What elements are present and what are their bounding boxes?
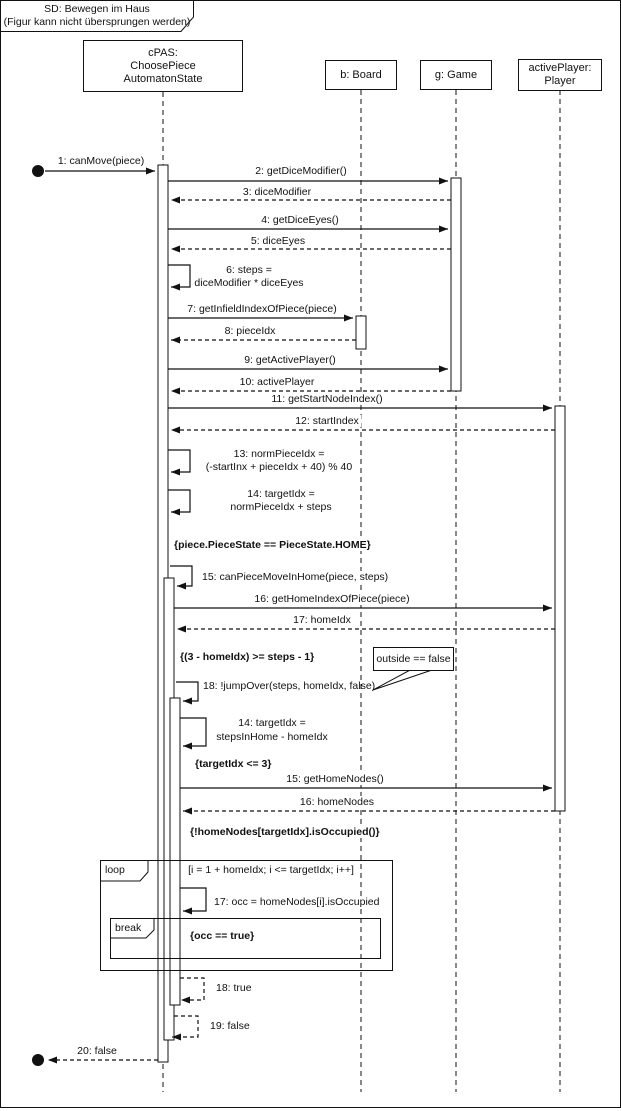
arrow-m14-self bbox=[168, 489, 191, 516]
loop-fragment bbox=[100, 860, 393, 971]
loop-guard-label: [i = 1 + homeIdx; i <= targetIdx; i++] bbox=[186, 864, 356, 876]
lifeline-cpas-name-1: cPAS: bbox=[148, 46, 178, 59]
lifeline-header-game: g: Game bbox=[420, 60, 492, 90]
activation-cpas-nested2 bbox=[169, 697, 181, 1006]
message-label-14-2b: stepsInHome - homeIdx bbox=[214, 731, 330, 743]
frame-title-pentagon bbox=[0, 0, 194, 32]
guard-home-idx-steps: {(3 - homeIdx) >= steps - 1} bbox=[178, 651, 317, 663]
message-label-19: 19: false bbox=[208, 1020, 252, 1032]
guard-target-idx: {targetIdx <= 3} bbox=[193, 758, 274, 770]
message-label-5: 5: diceEyes bbox=[248, 235, 308, 247]
guard-home-nodes-occupied: {!homeNodes[targetIdx].isOccupied()} bbox=[188, 826, 382, 838]
message-label-17: 17: homeIdx bbox=[291, 614, 353, 626]
message-arrows bbox=[32, 165, 555, 1066]
arrow-m13-self bbox=[168, 449, 191, 476]
arrow-m19-return bbox=[172, 1015, 199, 1041]
message-label-14-2a: 14: targetIdx = bbox=[236, 717, 308, 729]
message-label-6b: diceModifier * diceEyes bbox=[192, 277, 306, 289]
message-label-4: 4: getDiceEyes() bbox=[259, 214, 341, 226]
message-label-11: 11: getStartNodeIndex() bbox=[269, 393, 385, 405]
break-guard-label: {occ == true} bbox=[188, 930, 257, 942]
message-label-12: 12: startIndex bbox=[293, 415, 361, 427]
break-fragment-label: break bbox=[115, 922, 142, 934]
lifeline-cpas-name-3: AutomatonState bbox=[123, 72, 203, 85]
message-label-18: 18: !jumpOver(steps, homeIdx, false) bbox=[203, 680, 376, 692]
message-label-15: 15: canPieceMoveInHome(piece, steps) bbox=[200, 571, 391, 583]
lifeline-player-name-1: activePlayer: bbox=[528, 62, 592, 74]
message-label-16: 16: getHomeIndexOfPiece(piece) bbox=[252, 593, 412, 605]
message-label-9: 9: getActivePlayer() bbox=[242, 354, 338, 366]
activation-player bbox=[554, 405, 566, 812]
frame-title-line2: (Figur kann nicht übersprungen werden) bbox=[3, 16, 191, 28]
activation-bars bbox=[157, 164, 566, 1063]
arrow-m17-2-self bbox=[180, 887, 207, 915]
lifeline-game-name: g: Game bbox=[434, 68, 478, 81]
arrow-m14-2-self bbox=[180, 717, 207, 750]
found-message-start bbox=[32, 165, 44, 177]
note-callout-tail bbox=[372, 668, 436, 691]
message-label-2: 2: getDiceModifier() bbox=[253, 165, 349, 177]
loop-fragment-label: loop bbox=[105, 864, 125, 876]
message-label-17-2: 17: occ = homeNodes[i].isOccupied bbox=[212, 896, 382, 908]
message-label-14a: 14: targetIdx = bbox=[245, 488, 317, 500]
message-label-7: 7: getInfieldIndexOfPiece(piece) bbox=[185, 303, 339, 315]
message-label-8: 8: pieceIdx bbox=[222, 325, 278, 337]
guard-piece-state-home: {piece.PieceState == PieceState.HOME} bbox=[172, 539, 373, 551]
lifeline-header-cpas: cPAS: ChoosePiece AutomatonState bbox=[83, 40, 243, 92]
message-label-15-2: 15: getHomeNodes() bbox=[284, 773, 386, 785]
note-outside-false: outside == false bbox=[373, 647, 454, 671]
message-label-6a: 6: steps = bbox=[224, 264, 274, 276]
message-label-1: 1: canMove(piece) bbox=[55, 155, 147, 167]
lifeline-board-name: b: Board bbox=[340, 68, 382, 81]
message-label-10: 10: activePlayer bbox=[237, 376, 317, 388]
lifeline-header-board: b: Board bbox=[325, 60, 397, 90]
lifeline-cpas-name-2: ChoosePiece bbox=[130, 59, 196, 72]
note-text: outside == false bbox=[376, 653, 451, 665]
arrow-m18-2-return bbox=[180, 977, 205, 1004]
message-label-16-2: 16: homeNodes bbox=[297, 796, 377, 808]
frame-title-line1: SD: Bewegen im Haus bbox=[44, 3, 150, 15]
message-label-13b: (-startInx + pieceIdx + 40) % 40 bbox=[203, 461, 355, 473]
activation-board bbox=[355, 315, 367, 350]
lifeline-header-player: activePlayer: Player bbox=[518, 59, 602, 91]
activation-game bbox=[450, 177, 462, 392]
arrow-m6-self bbox=[168, 264, 191, 291]
message-label-13a: 13: normPieceIdx = bbox=[231, 448, 327, 460]
lifeline-player-name-2: Player bbox=[544, 75, 576, 87]
message-label-18-2: 18: true bbox=[214, 982, 254, 994]
arrow-m18-self bbox=[176, 681, 199, 705]
arrow-m15-self bbox=[170, 565, 193, 590]
return-target-circle bbox=[32, 1054, 44, 1066]
message-label-14b: normPieceIdx + steps bbox=[228, 501, 334, 513]
message-label-3: 3: diceModifier bbox=[240, 186, 314, 198]
break-fragment bbox=[110, 918, 381, 959]
message-label-20: 20: false bbox=[75, 1045, 119, 1057]
